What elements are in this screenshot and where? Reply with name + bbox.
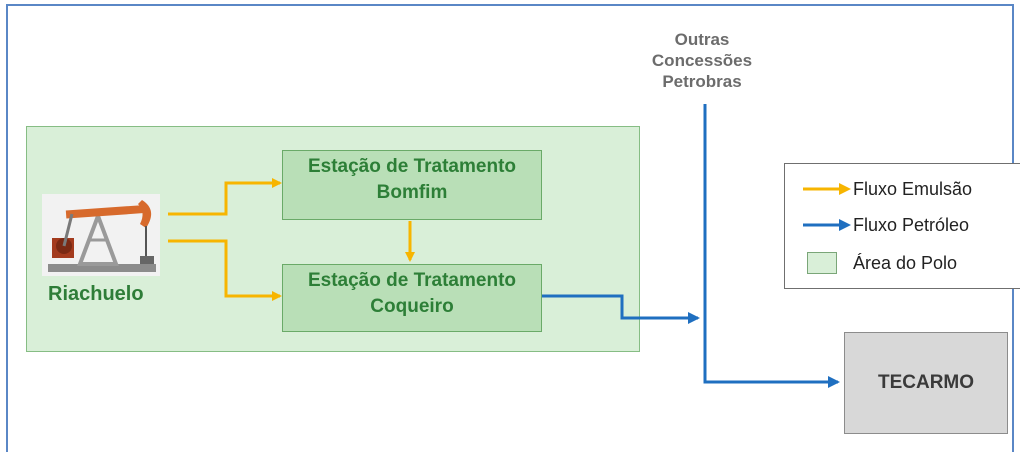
flow-coqueiro-trunk [542, 294, 700, 324]
station-coqueiro-line1: Estação de Tratamento [307, 270, 517, 291]
legend-area-label: Área do Polo [853, 253, 958, 273]
flow-riachuelo-coqueiro [168, 239, 282, 301]
tecarmo-label: TECARMO [877, 372, 975, 393]
outras-line1: Outras [674, 30, 730, 49]
legend-petroleum-label: Fluxo Petróleo [853, 215, 970, 235]
flow-outras-tecarmo [703, 104, 840, 388]
station-coqueiro-line2: Coqueiro [370, 296, 454, 317]
legend-item-emulsion: Fluxo Emulsão [785, 176, 1020, 202]
pumpjack-icon [42, 194, 160, 276]
legend-item-petroleum: Fluxo Petróleo [785, 212, 1020, 238]
outras-concessoes-label: Outras Concessões Petrobras [630, 29, 774, 92]
outras-line2: Concessões [651, 51, 753, 70]
outras-line3: Petrobras [662, 72, 742, 91]
station-bomfim-line1: Estação de Tratamento [307, 156, 517, 177]
emulsion-arrow-icon [803, 183, 851, 195]
tecarmo-box: TECARMO [844, 332, 1008, 434]
legend-emulsion-label: Fluxo Emulsão [853, 179, 973, 199]
station-coqueiro: Estação de Tratamento Coqueiro [282, 264, 542, 332]
area-swatch-icon [807, 252, 837, 274]
legend-item-area: Área do Polo [785, 250, 1020, 276]
riachuelo-label: Riachuelo [48, 283, 144, 305]
station-bomfim-line2: Bomfim [376, 182, 448, 203]
flow-riachuelo-bomfim [168, 178, 282, 216]
station-bomfim: Estação de Tratamento Bomfim [282, 150, 542, 220]
legend: Fluxo Emulsão Fluxo Petróleo Área do Pol… [784, 163, 1020, 289]
petroleum-arrow-icon [803, 219, 851, 231]
